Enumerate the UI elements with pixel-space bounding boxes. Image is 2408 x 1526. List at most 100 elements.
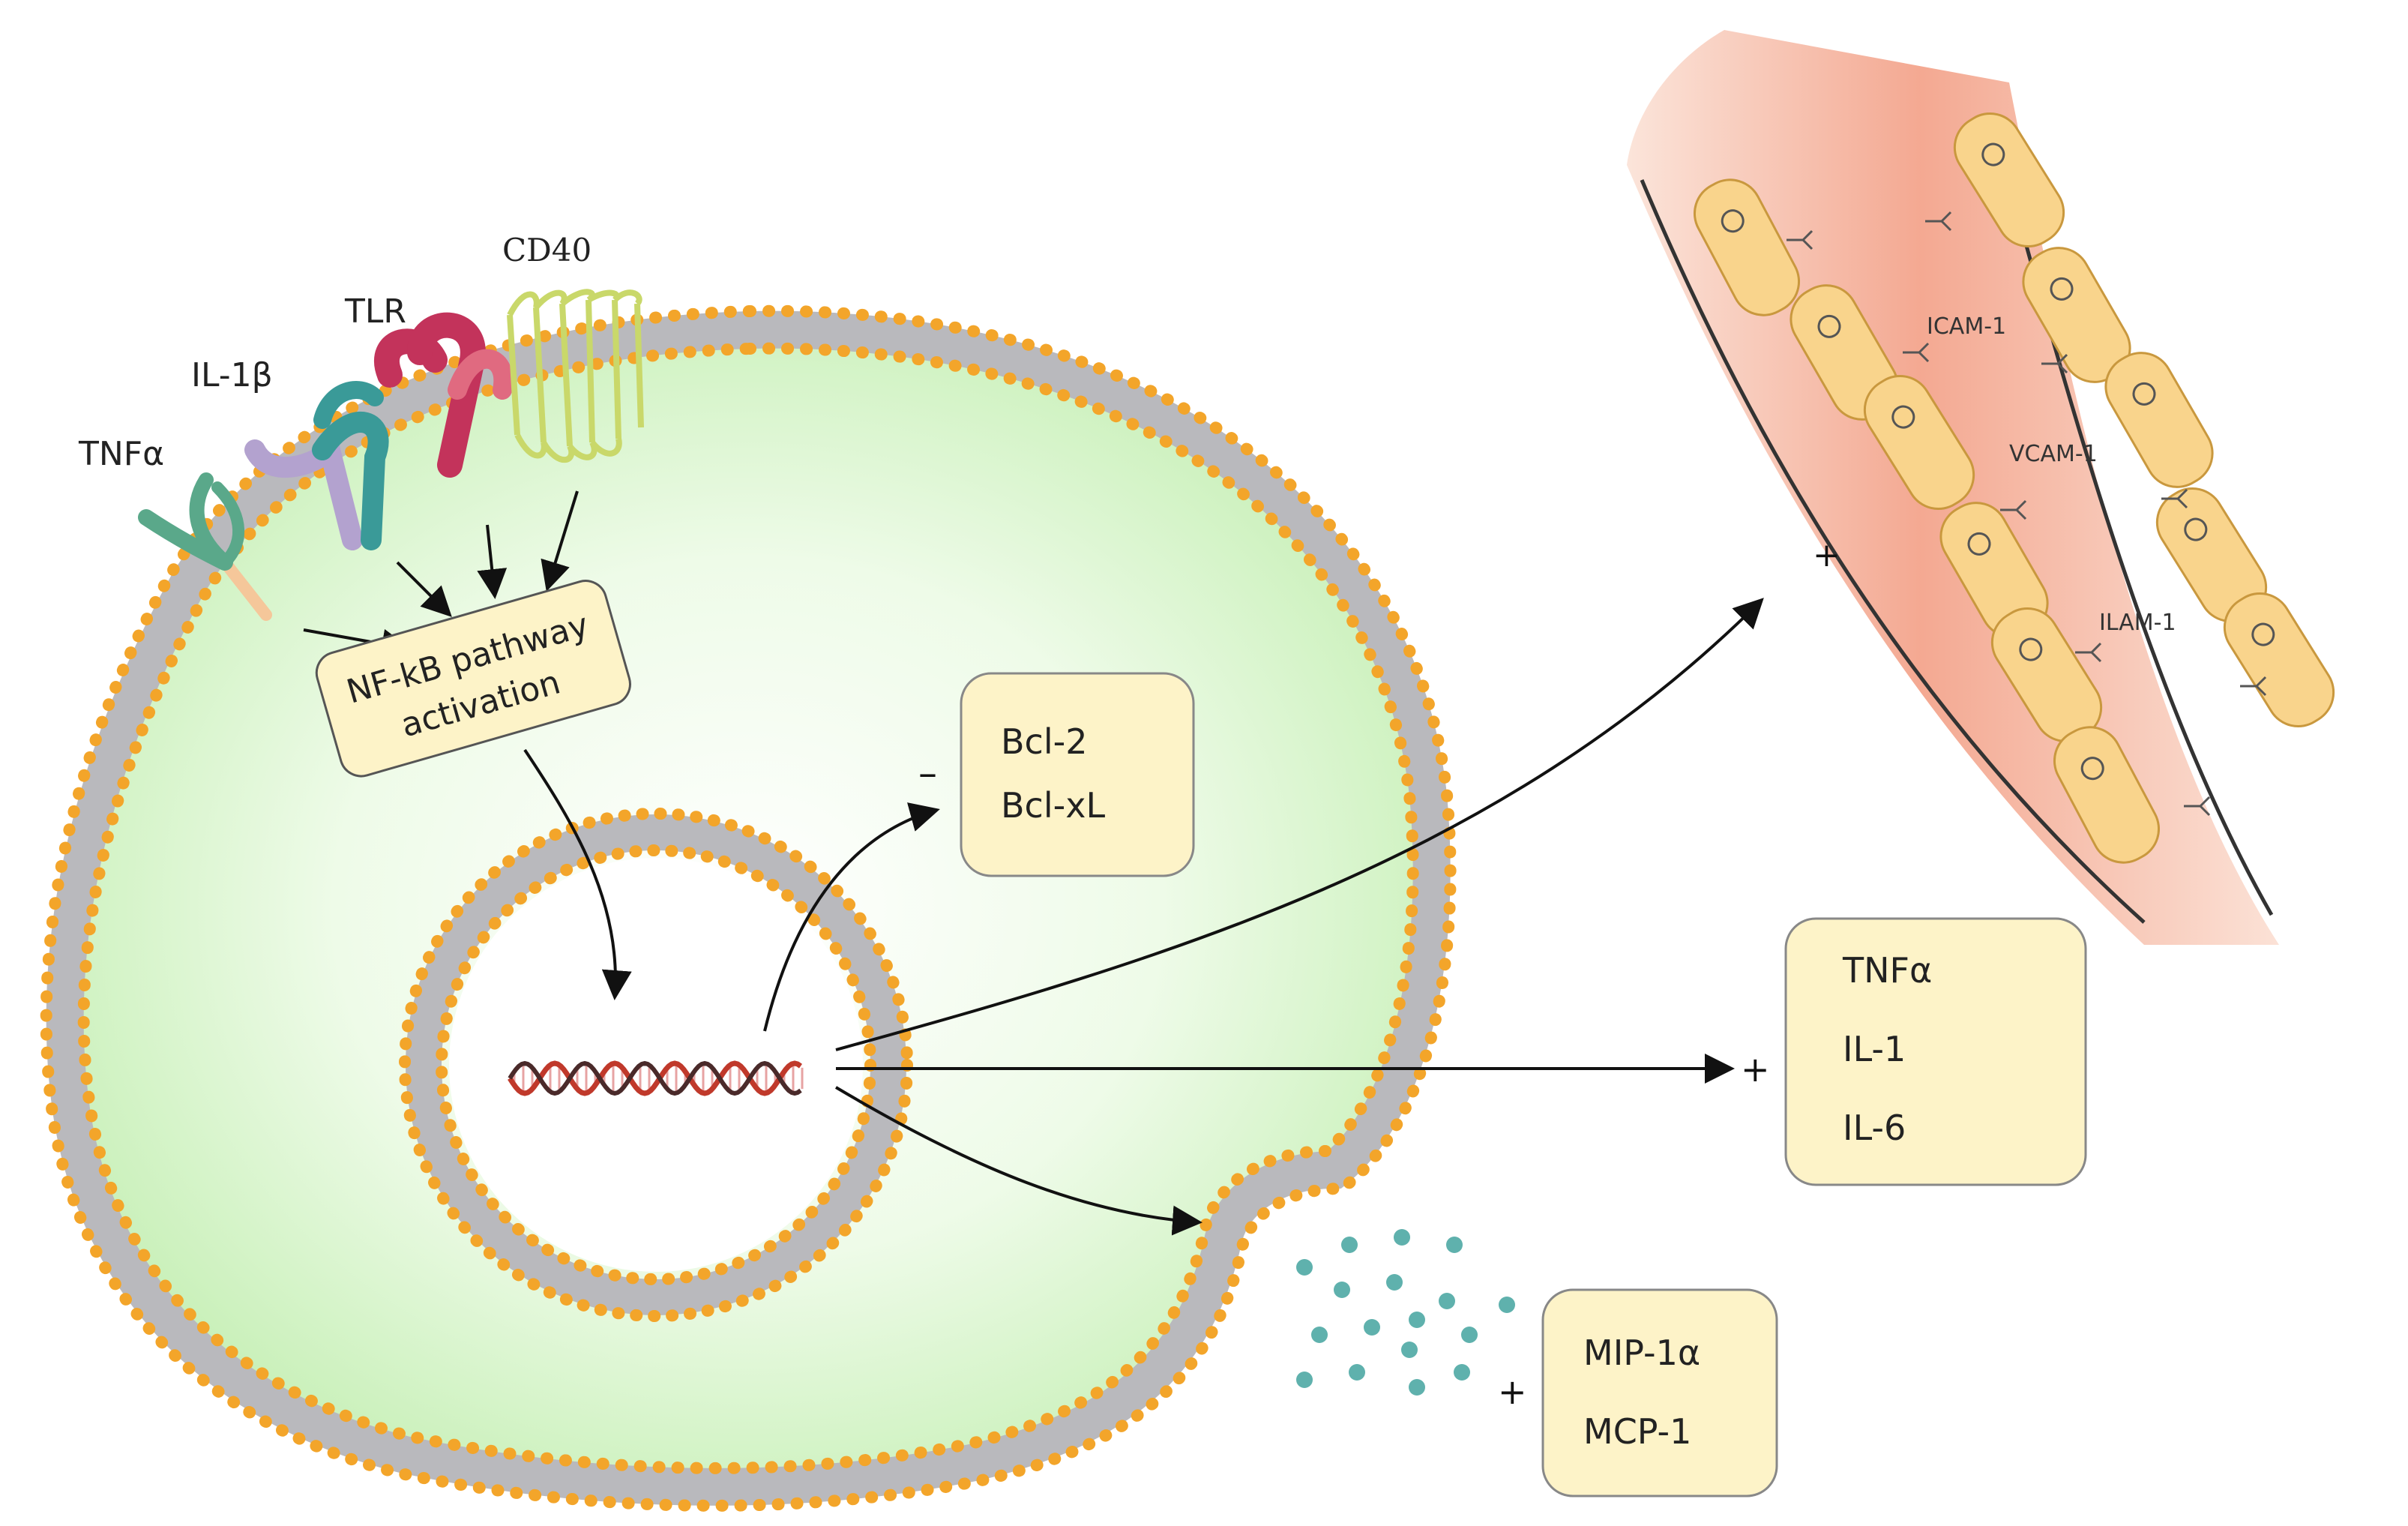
endothelial-cells <box>1693 112 2335 864</box>
chemokine-particle <box>1386 1274 1403 1291</box>
cytokine-box: TNFα IL-1 IL-6 <box>1784 917 2087 1186</box>
chemokine-box-shape <box>1541 1288 1778 1498</box>
endothelial-cell <box>2104 352 2214 488</box>
cell-membrane-outer-heads <box>40 304 1457 1512</box>
nucleus <box>399 808 913 1322</box>
arrow-nfkb-to-dna <box>523 748 632 1000</box>
endothelial-cell-body <box>1693 178 1801 316</box>
adhesion-molecule <box>1787 229 1813 250</box>
endothelial-cell-nucleus <box>2251 622 2275 646</box>
nuclear-membrane-inner-heads <box>436 844 876 1285</box>
chemokine-particle <box>1364 1319 1380 1336</box>
arrow-il1b-to-nfkb <box>396 561 452 617</box>
endothelial-cell-body <box>2104 352 2214 488</box>
endothelial-cell-body <box>1863 374 1975 511</box>
endothelial-cell-nucleus <box>2132 382 2156 406</box>
chemokine-particle <box>1461 1327 1478 1343</box>
chemokine-particle <box>1409 1379 1425 1396</box>
vessel-outer-line-right <box>1992 127 2274 916</box>
dna-strand-a <box>508 1060 803 1096</box>
endothelial-cell-body <box>1953 112 2065 248</box>
il1b-receptor <box>244 381 389 550</box>
dna-helix <box>508 1060 804 1096</box>
endothelial-cell-nucleus <box>1721 209 1745 233</box>
nuclear-membrane-core <box>406 814 906 1315</box>
adhesion-molecule <box>2000 499 2027 520</box>
adhesion-molecule <box>2240 676 2267 697</box>
endothelial-cell-body <box>2053 726 2161 864</box>
adhesion-molecule <box>1925 211 1952 232</box>
arrow-dna-to-vesicle <box>834 1086 1203 1236</box>
chemokine-plus-sign: + <box>1498 1372 1527 1412</box>
nucleoplasm <box>449 858 863 1272</box>
vessel-plus-sign: + <box>1813 536 1840 574</box>
chemokine-particle <box>1311 1327 1328 1343</box>
cell-membrane-inner-heads <box>77 342 1419 1474</box>
nuclear-membrane-outer-heads <box>399 808 913 1322</box>
chemokine-box: MIP-1α MCP-1 <box>1541 1288 1778 1498</box>
icam-label: ICAM-1 <box>1927 313 2006 340</box>
chemokine-particle <box>1446 1237 1463 1253</box>
adhesion-molecule <box>2161 488 2188 509</box>
chemokine-particle <box>1439 1293 1455 1309</box>
chemokine-particle <box>1409 1312 1425 1328</box>
endothelial-cell <box>1953 112 2065 248</box>
vcam-label: VCAM-1 <box>2009 441 2098 467</box>
chemokine-particle <box>1296 1259 1313 1276</box>
endothelial-cell-nucleus <box>2019 637 2043 661</box>
tlr-receptor-label: TLR <box>344 292 406 331</box>
chemokine-box-item-0: MIP-1α <box>1583 1333 1700 1373</box>
endothelial-cell <box>2053 726 2161 864</box>
adhesion-molecules <box>1787 211 2267 817</box>
bcl-box-shape <box>960 672 1195 877</box>
chemokine-particle <box>1349 1364 1365 1381</box>
arrow-tlr-to-nfkb <box>477 524 508 599</box>
endothelial-cell-nucleus <box>1817 314 1841 338</box>
tlr-receptor <box>374 312 514 478</box>
tnfa-receptor-label: TNFα <box>78 435 164 473</box>
dna-strand-b <box>508 1060 802 1096</box>
chemokine-particle <box>1499 1297 1515 1313</box>
chemokine-particle <box>1394 1229 1410 1246</box>
endothelial-cell-nucleus <box>2184 517 2208 541</box>
endothelial-cell-nucleus <box>1891 405 1915 429</box>
chemokine-particle <box>1334 1282 1350 1298</box>
bcl-minus-sign: – <box>918 751 937 795</box>
chemokine-particle <box>1341 1237 1358 1253</box>
vessel-outer-line-left <box>1640 179 2146 924</box>
chemokine-particle <box>1401 1342 1418 1358</box>
arrow-cd40-to-nfkb <box>541 490 579 592</box>
adhesion-molecule <box>2075 642 2102 663</box>
adhesion-molecule <box>2041 353 2068 374</box>
tnfa-receptor <box>138 472 272 621</box>
cytokine-box-item-1: IL-1 <box>1843 1029 1906 1069</box>
adhesion-molecule <box>2184 796 2211 817</box>
il1b-receptor-label: IL-1β <box>191 356 273 394</box>
bcl-box: Bcl-2 Bcl-xL <box>960 672 1195 877</box>
cytokine-box-item-0: TNFα <box>1842 950 1932 991</box>
endothelial-cell-nucleus <box>2080 757 2104 781</box>
chemokine-box-item-1: MCP-1 <box>1583 1411 1691 1452</box>
cd40-receptor-label: CD40 <box>502 232 592 268</box>
arrow-dna-to-bcl <box>763 802 940 1032</box>
endothelial-cell-nucleus <box>2050 277 2074 301</box>
nfkb-box-shape <box>315 580 631 778</box>
chemokine-particle <box>1454 1364 1470 1381</box>
endothelial-cell-nucleus <box>1981 142 2005 166</box>
bcl-box-item-1: Bcl-xL <box>1001 785 1105 826</box>
cytokine-box-shape <box>1784 917 2087 1186</box>
bcl-box-item-0: Bcl-2 <box>1001 721 1088 762</box>
secreted-chemokines <box>1296 1229 1515 1396</box>
cell-membrane-core <box>46 310 1451 1506</box>
ilam-label: ILAM-1 <box>2099 610 2176 636</box>
endothelial-cell <box>2223 592 2335 728</box>
blood-vessel: ICAM-1 VCAM-1 ILAM-1 <box>1627 30 2335 945</box>
endothelial-cell <box>1693 178 1801 316</box>
cd40-receptor <box>507 289 644 463</box>
endothelial-cell-body <box>2223 592 2335 728</box>
endothelial-cell-nucleus <box>1967 532 1991 556</box>
endothelial-cell <box>1863 374 1975 511</box>
cytokine-box-item-2: IL-6 <box>1843 1108 1906 1148</box>
